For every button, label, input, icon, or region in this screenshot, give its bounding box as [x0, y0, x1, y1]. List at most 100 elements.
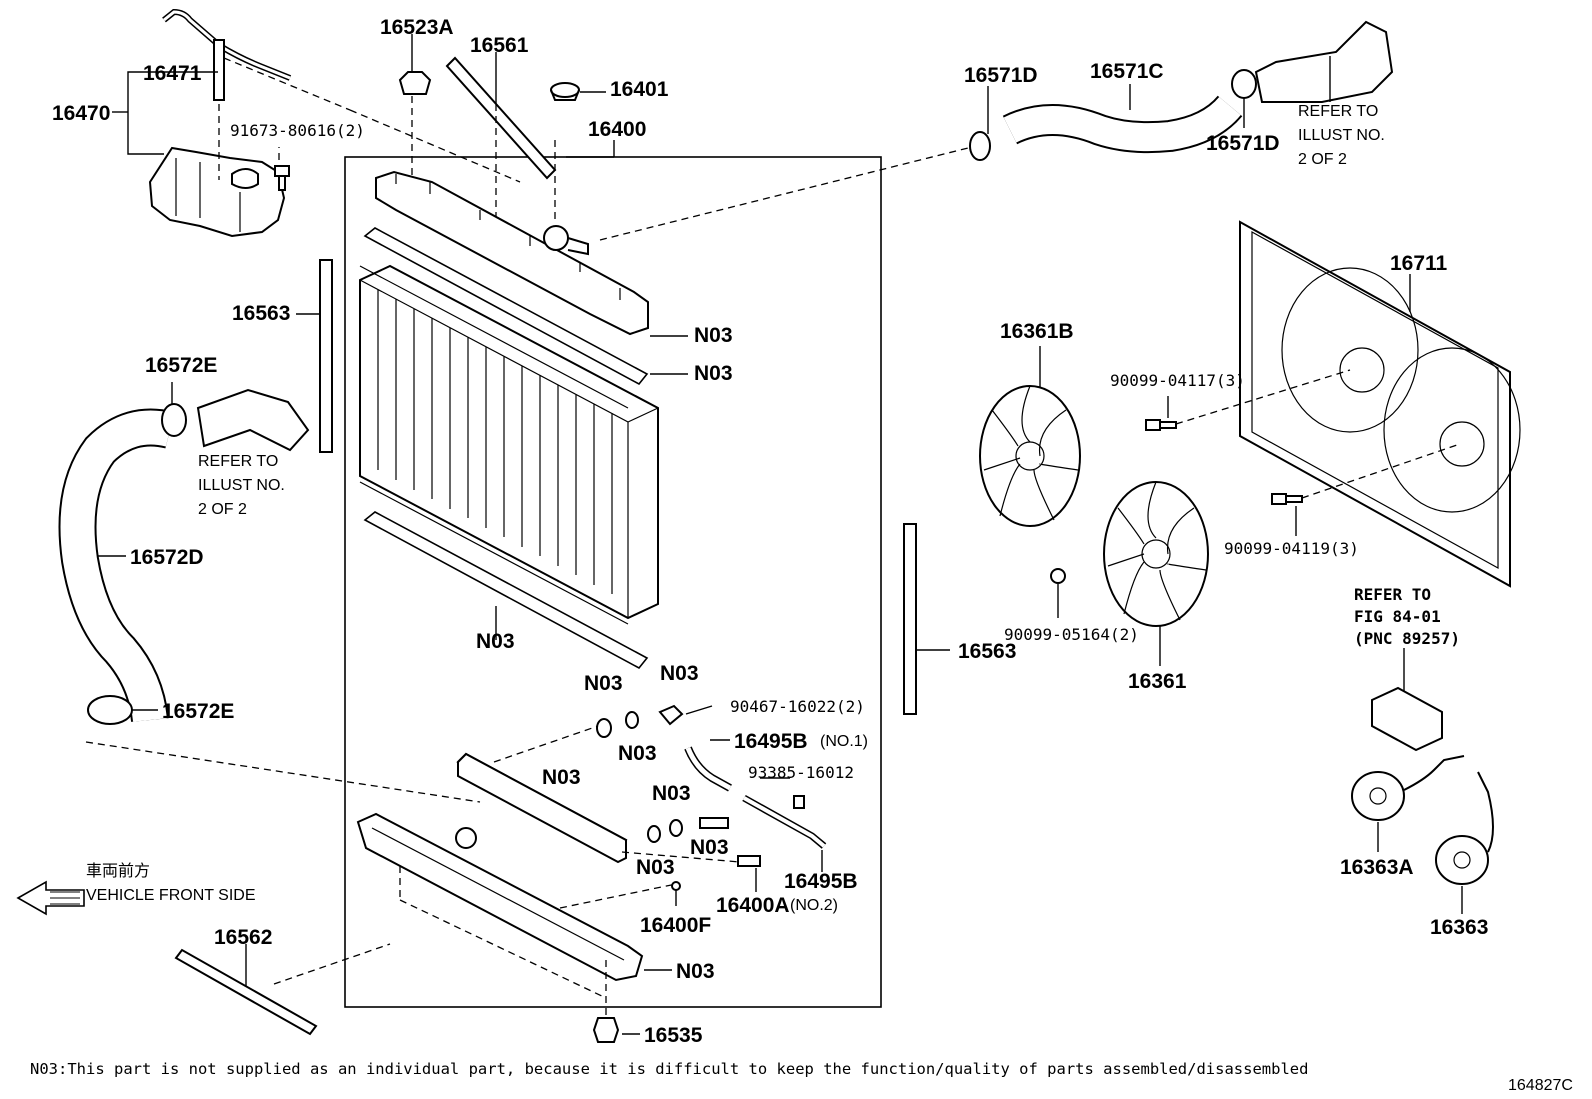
bolt-n03 — [699, 817, 729, 829]
fan-controller — [1371, 686, 1443, 752]
label-16400F: 16400F — [640, 914, 711, 937]
label-90099-05164: 90099-05164(2) — [1004, 625, 1139, 644]
label-16470: 16470 — [52, 102, 110, 125]
radiator-cap-16401 — [550, 82, 580, 101]
label-16400: 16400 — [588, 118, 646, 141]
refer-upper-right-line3: 2 OF 2 — [1298, 151, 1347, 168]
refer-left-line3: 2 OF 2 — [198, 501, 247, 518]
o-ring-a — [596, 718, 612, 738]
fan-motor-16363A — [1351, 755, 1465, 821]
label-90099-04117: 90099-04117(3) — [1110, 371, 1245, 390]
nut-90099-05164 — [1050, 568, 1066, 584]
label-16572D: 16572D — [130, 546, 204, 569]
refer-left-line1: REFER TO — [198, 453, 278, 470]
drawing-number: 164827C — [1508, 1077, 1573, 1094]
label-16562: 16562 — [214, 926, 272, 949]
label-n03-i: N03 — [690, 836, 729, 859]
label-16400A: 16400A — [716, 894, 790, 917]
label-n03-f: N03 — [618, 742, 657, 765]
clamp-16572E-bottom — [87, 695, 133, 725]
hose-16495B-no1 — [684, 746, 732, 792]
label-90467-16022: 90467-16022(2) — [730, 697, 865, 716]
vehicle-front-arrow-icon — [16, 880, 85, 916]
seal-16561 — [445, 56, 557, 180]
label-16535: 16535 — [644, 1024, 703, 1047]
o-ring-d — [669, 819, 683, 837]
label-16572E-top: 16572E — [145, 354, 217, 377]
bolt-91673 — [274, 165, 290, 191]
label-16495B-no2-note: (NO.2) — [790, 897, 838, 914]
refer-upper-right-line2: ILLUST NO. — [1298, 127, 1385, 144]
seal-16563-right — [903, 523, 917, 715]
label-n03-d: N03 — [584, 672, 623, 695]
direction-japanese: 車両前方 — [86, 862, 150, 880]
label-16563-left: 16563 — [232, 302, 290, 325]
lower-gasket — [363, 511, 649, 670]
fan-motor-16363 — [1435, 771, 1494, 885]
fitting-n03 — [658, 704, 684, 726]
o-ring-b — [625, 711, 639, 729]
fan-shroud-16711 — [1239, 220, 1521, 588]
lower-pipe — [456, 752, 628, 864]
label-n03-b: N03 — [694, 362, 733, 385]
label-16471: 16471 — [143, 62, 202, 85]
refer-fig-line3: (PNC 89257) — [1354, 629, 1460, 648]
fan-16361B — [979, 385, 1081, 527]
label-93385-16012: 93385-16012 — [748, 763, 854, 782]
label-n03-j: N03 — [636, 856, 675, 879]
cushion-16523A — [398, 71, 432, 95]
label-n03-h: N03 — [652, 782, 691, 805]
label-16523A: 16523A — [380, 16, 454, 39]
label-16361: 16361 — [1128, 670, 1187, 693]
direction-english: VEHICLE FRONT SIDE — [86, 887, 256, 904]
label-n03-g: N03 — [542, 766, 581, 789]
refer-left-line2: ILLUST NO. — [198, 477, 285, 494]
label-16571D-right: 16571D — [1206, 132, 1280, 155]
drain-plug-16535 — [592, 1017, 620, 1043]
refer-fig-line2: FIG 84-01 — [1354, 607, 1441, 626]
clamp-16571D-right — [1231, 69, 1257, 99]
footnote: N03:This part is not supplied as an indi… — [30, 1060, 1308, 1078]
label-16711: 16711 — [1390, 252, 1448, 275]
label-16495B-no1: 16495B — [734, 730, 808, 753]
reservoir-hose — [162, 8, 292, 101]
label-16571C: 16571C — [1090, 60, 1164, 83]
label-n03-k: N03 — [676, 960, 715, 983]
clamp-16571D-left — [969, 131, 991, 161]
label-16401: 16401 — [610, 78, 669, 101]
label-n03-c: N03 — [476, 630, 515, 653]
bolt-90099-04117 — [1145, 419, 1177, 431]
water-outlet-pipe — [196, 388, 310, 452]
label-n03-e: N03 — [660, 662, 699, 685]
label-16495B-no2: 16495B — [784, 870, 858, 893]
upper-gasket — [363, 227, 649, 386]
refer-upper-right-line1: REFER TO — [1298, 103, 1378, 120]
label-90099-04119: 90099-04119(3) — [1224, 539, 1359, 558]
bolt-90099-04119 — [1271, 493, 1303, 505]
label-91673-80616: 91673-80616(2) — [230, 121, 365, 140]
label-16495B-no1-note: (NO.1) — [820, 733, 868, 750]
clamp-16572E-top — [161, 403, 187, 437]
radiator-upper-tank — [375, 170, 649, 336]
label-16561: 16561 — [470, 34, 529, 57]
o-ring-c — [647, 825, 661, 843]
clip-93385 — [793, 795, 805, 809]
label-16361B: 16361B — [1000, 320, 1074, 343]
fan-16361 — [1103, 481, 1209, 627]
label-16572E-bottom: 16572E — [162, 700, 234, 723]
radiator-lower-tank — [356, 812, 644, 982]
label-n03-a: N03 — [694, 324, 733, 347]
seal-16563-left — [319, 259, 333, 453]
drain-cock-16400A — [737, 855, 761, 867]
seal-16562 — [174, 948, 318, 1036]
hose-16572D — [58, 408, 175, 723]
label-16563-right: 16563 — [958, 640, 1016, 663]
radiator-core — [359, 264, 659, 625]
label-16363: 16363 — [1430, 916, 1488, 939]
label-16363A: 16363A — [1340, 856, 1414, 879]
water-inlet-housing — [1254, 20, 1394, 103]
refer-fig-line1: REFER TO — [1354, 585, 1431, 604]
label-16571D-left: 16571D — [964, 64, 1038, 87]
plug-16400F — [671, 881, 681, 891]
